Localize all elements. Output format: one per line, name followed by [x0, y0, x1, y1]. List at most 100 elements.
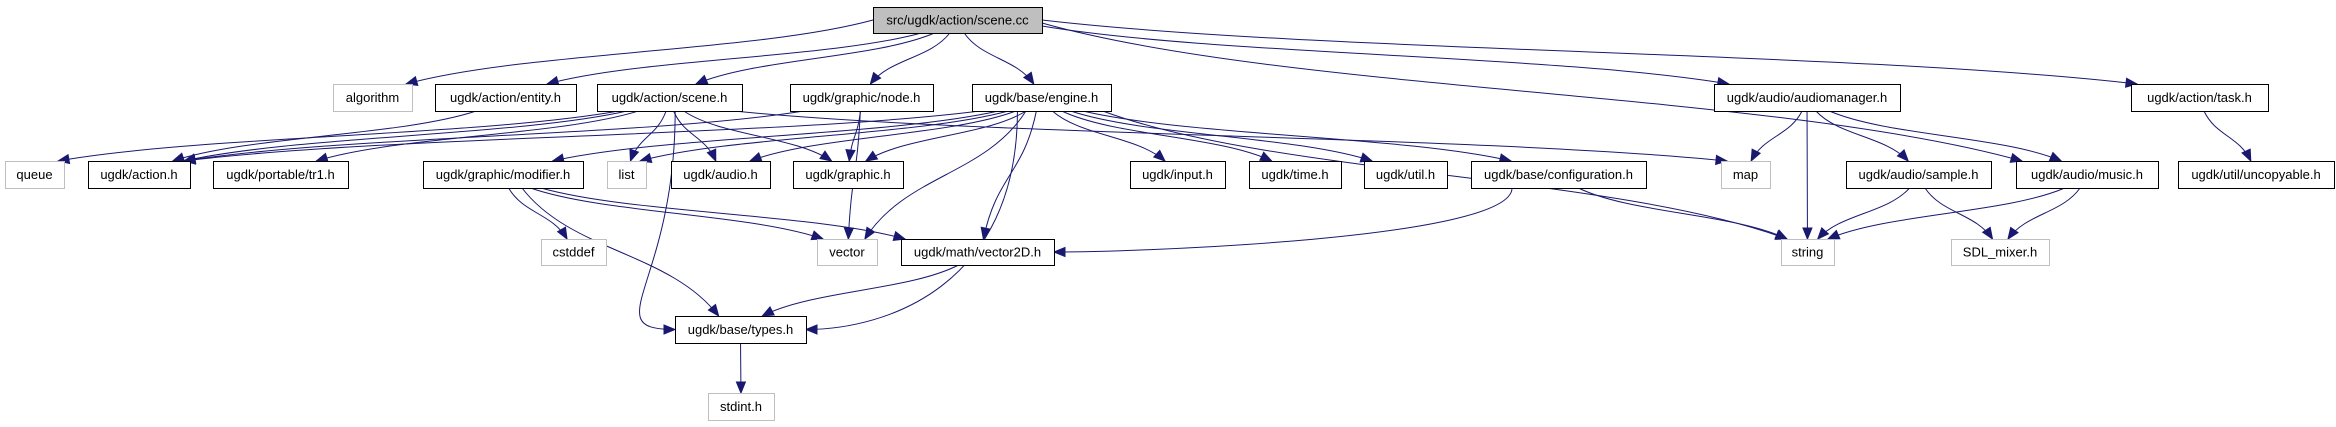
edge-music-to-string — [1826, 187, 2065, 240]
node-ugdk-action-entity-h[interactable]: ugdk/action/entity.h — [435, 84, 577, 112]
node-label: cstddef — [553, 245, 595, 260]
node-label: ugdk/action/entity.h — [450, 90, 561, 105]
node-box — [423, 161, 584, 189]
edge-line — [316, 110, 639, 162]
node-ugdk-audio-audiomanager-h[interactable]: ugdk/audio/audiomanager.h — [1714, 84, 1901, 112]
arrowhead-icon — [1750, 148, 1762, 163]
edge-line — [865, 110, 1027, 162]
node-ugdk-graphic-h[interactable]: ugdk/graphic.h — [793, 161, 904, 189]
node-ugdk-action-h[interactable]: ugdk/action.h — [88, 161, 191, 189]
edge-line — [864, 110, 1027, 240]
node-label: ugdk/base/types.h — [688, 322, 794, 337]
edge-engine-to-vector2d — [980, 110, 1037, 241]
edge-line — [405, 19, 874, 85]
edge-sample-to-string — [1816, 187, 1910, 240]
node-label: ugdk/audio/music.h — [2031, 167, 2143, 182]
edge-line — [1052, 110, 1166, 162]
edge-line — [805, 110, 1018, 330]
node-label: algorithm — [346, 90, 399, 105]
arrowhead-icon — [1359, 152, 1374, 163]
edge-scene-h-to-audio-h — [673, 110, 717, 163]
edge-line — [183, 110, 628, 162]
edge-line — [1041, 25, 1729, 85]
arrowhead-icon — [761, 306, 775, 317]
node-src-ugdk-action-scene-cc[interactable]: src/ugdk/action/scene.cc — [873, 7, 1043, 34]
node-label: vector — [829, 245, 865, 260]
node-algorithm: algorithm — [333, 84, 413, 112]
edge-line — [1061, 110, 1272, 162]
arrowhead-icon — [1802, 227, 1813, 241]
node-ugdk-graphic-node-h[interactable]: ugdk/graphic/node.h — [790, 84, 934, 112]
edge-root-to-node-h — [869, 32, 951, 86]
node-box — [1781, 239, 1835, 266]
arrowhead-icon — [315, 152, 329, 163]
arrowhead-icon — [1259, 151, 1273, 162]
edge-line — [639, 110, 676, 330]
node-box — [435, 84, 577, 112]
node-ugdk-input-h[interactable]: ugdk/input.h — [1130, 161, 1226, 189]
edge-line — [1578, 187, 1788, 240]
edge-root-to-engine — [963, 32, 1035, 86]
node-ugdk-audio-sample-h[interactable]: ugdk/audio/sample.h — [1846, 161, 1992, 189]
node-ugdk-util-h[interactable]: ugdk/util.h — [1364, 161, 1448, 189]
edge-music-to-sdl-mixer — [2007, 187, 2081, 241]
edge-line — [540, 187, 906, 240]
arrowhead-icon — [1152, 149, 1166, 162]
edge-line — [749, 110, 1016, 162]
node-box — [793, 161, 904, 189]
edge-scene-h-to-list — [629, 110, 667, 163]
node-ugdk-action-task-h[interactable]: ugdk/action/task.h — [2131, 84, 2269, 112]
edge-line — [1082, 110, 1512, 162]
edge-line — [521, 187, 720, 317]
edge-line — [695, 32, 935, 85]
arrowhead-icon — [171, 152, 186, 163]
node-label: ugdk/graphic.h — [805, 167, 890, 182]
node-ugdk-base-types-h[interactable]: ugdk/base/types.h — [675, 316, 807, 344]
node-box — [1714, 84, 1901, 112]
arrowhead-icon — [1826, 229, 1841, 240]
node-ugdk-graphic-modifier-h[interactable]: ugdk/graphic/modifier.h — [423, 161, 584, 189]
edge-engine-to-graphic-h — [864, 110, 1027, 162]
node-label: ugdk/graphic/modifier.h — [436, 167, 570, 182]
node-label: ugdk/math/vector2D.h — [914, 245, 1041, 260]
node-box — [607, 161, 647, 189]
node-ugdk-util-uncopyable-h[interactable]: ugdk/util/uncopyable.h — [2178, 161, 2335, 189]
node-map: map — [1721, 161, 1771, 189]
node-ugdk-audio-h[interactable]: ugdk/audio.h — [671, 161, 771, 189]
node-box — [88, 161, 191, 189]
edge-configuration-to-vector2d — [1052, 187, 1513, 258]
edge-engine-to-time-h — [1061, 110, 1273, 162]
node-ugdk-portable-tr1-h[interactable]: ugdk/portable/tr1.h — [213, 161, 349, 189]
arrowhead-icon — [694, 74, 709, 85]
node-ugdk-base-engine-h[interactable]: ugdk/base/engine.h — [972, 84, 1112, 112]
node-label: ugdk/base/configuration.h — [1484, 167, 1633, 182]
node-box — [2178, 161, 2335, 189]
node-ugdk-action-scene-h[interactable]: ugdk/action/scene.h — [597, 84, 743, 112]
node-ugdk-base-configuration-h[interactable]: ugdk/base/configuration.h — [1471, 161, 1647, 189]
node-list: list — [607, 161, 647, 189]
edge-line — [1924, 187, 1993, 240]
edge-engine-to-modifier — [551, 110, 999, 164]
edge-engine-to-input-h — [1052, 110, 1166, 162]
node-ugdk-time-h[interactable]: ugdk/time.h — [1249, 161, 1342, 189]
arrowhead-icon — [748, 152, 763, 162]
node-label: ugdk/action.h — [100, 167, 177, 182]
edge-line — [183, 110, 981, 162]
edge-task-to-uncopyable — [2203, 110, 2252, 163]
arrowhead-icon — [864, 150, 879, 162]
node-box — [333, 84, 413, 112]
edge-line — [733, 110, 1728, 162]
edge-sample-to-sdl-mixer — [1924, 187, 1994, 241]
node-label: map — [1733, 167, 1758, 182]
node-sdl-mixer-h: SDL_mixer.h — [1951, 239, 2050, 266]
edge-audiomanager-to-map — [1750, 110, 1803, 163]
edge-line — [172, 110, 477, 162]
edge-line — [1041, 19, 2138, 85]
edges-layer — [56, 19, 2252, 395]
arrowhead-icon — [892, 230, 907, 241]
node-label: ugdk/util/uncopyable.h — [2191, 167, 2320, 182]
node-ugdk-audio-music-h[interactable]: ugdk/audio/music.h — [2016, 161, 2159, 189]
node-ugdk-math-vector2d-h[interactable]: ugdk/math/vector2D.h — [901, 239, 1055, 266]
edge-line — [639, 110, 1009, 162]
edge-audiomanager-to-sample — [1815, 110, 1910, 162]
